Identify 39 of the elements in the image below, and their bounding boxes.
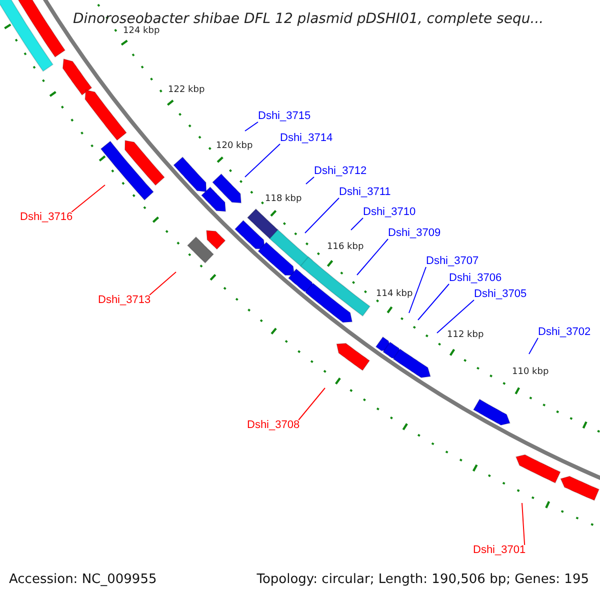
leader-line [71, 184, 106, 212]
gene-label: Dshi_3711 [339, 187, 391, 198]
leader-line [408, 266, 426, 314]
leader-line [436, 300, 474, 334]
scale-label: 124 kbp [123, 27, 160, 36]
gene-label: Dshi_3706 [449, 273, 502, 284]
gene-label: Dshi_3710 [363, 207, 416, 218]
gene-label: Dshi_3715 [258, 111, 311, 122]
gene-label: Dshi_3716 [20, 212, 73, 223]
scale-label: 120 kbp [216, 142, 253, 151]
scale-label: 118 kbp [265, 195, 302, 204]
gene-label: Dshi_3702 [538, 327, 591, 338]
gene-label: Dshi_3705 [474, 289, 527, 300]
leader-line [522, 502, 526, 546]
gene-label: Dshi_3707 [426, 256, 479, 267]
leader-line [356, 238, 388, 276]
gene-label: Dshi_3709 [388, 228, 441, 239]
leader-line [244, 144, 280, 178]
topology-text: Topology: circular; Length: 190,506 bp; Genes: 195 [256, 573, 589, 586]
gene-label: Dshi_3714 [280, 133, 333, 144]
accession-text: Accession: NC_009955 [9, 573, 157, 586]
gene-label: Dshi_3713 [98, 295, 151, 306]
leader-line [304, 198, 340, 234]
gene-label: Dshi_3701 [473, 545, 526, 556]
scale-label: 116 kbp [327, 243, 364, 252]
leader-line [528, 338, 538, 354]
leader-line [149, 272, 176, 296]
gene-label: Dshi_3712 [314, 166, 367, 177]
leader-line [418, 284, 450, 320]
scale-label: 110 kbp [512, 368, 549, 377]
leader-line [244, 122, 258, 132]
scale-label: 114 kbp [376, 290, 413, 299]
leader-line [350, 218, 364, 230]
scale-label: 122 kbp [168, 86, 205, 95]
gene-label: Dshi_3708 [247, 420, 300, 431]
leader-line [298, 388, 326, 420]
scale-label: 112 kbp [447, 331, 484, 340]
leader-line [306, 176, 314, 184]
title: Dinoroseobacter shibae DFL 12 plasmid pDSHI01, complete sequ... [73, 12, 544, 26]
